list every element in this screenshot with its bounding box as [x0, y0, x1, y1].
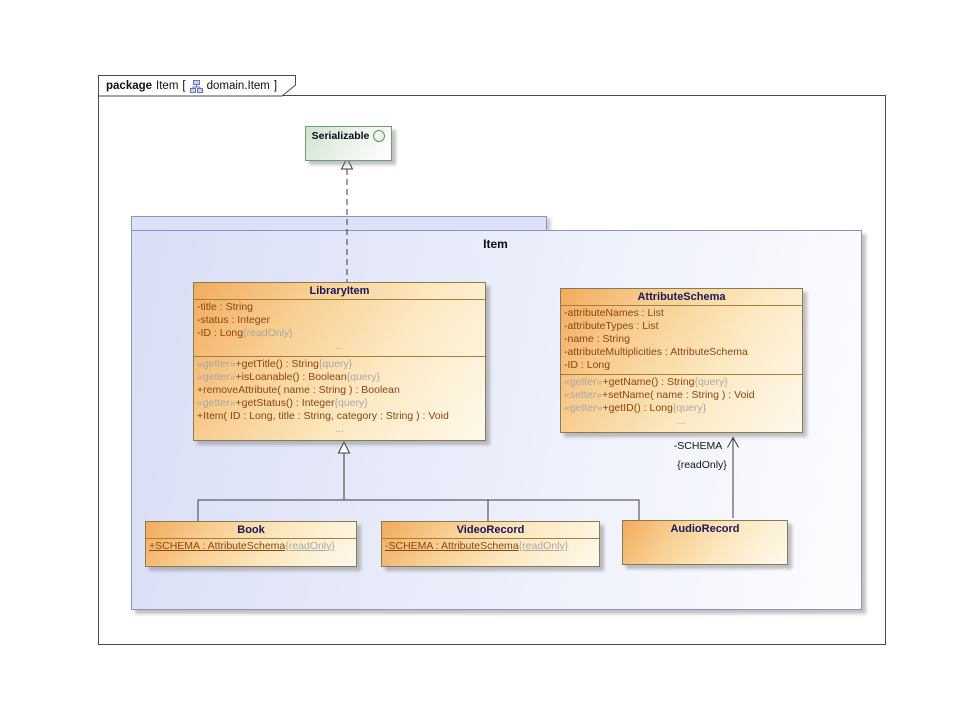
frame-header-tab — [98, 75, 296, 97]
member-line: -attributeTypes : List — [564, 320, 799, 333]
member-text-segment: -ID : Long — [564, 359, 611, 371]
member-line: ... — [197, 423, 482, 436]
member-text-segment: «setter» — [564, 389, 602, 401]
class-name: AudioRecord — [670, 523, 740, 535]
class-book[interactable]: Book +SCHEMA : AttributeSchema{readOnly} — [145, 521, 357, 567]
attributes-compartment: +SCHEMA : AttributeSchema{readOnly} — [146, 538, 356, 566]
class-audio-record[interactable]: AudioRecord — [622, 520, 788, 565]
class-video-record[interactable]: VideoRecord -SCHEMA : AttributeSchema{re… — [381, 521, 600, 567]
member-line: -SCHEMA : AttributeSchema{readOnly} — [385, 540, 596, 553]
member-text-segment: {readOnly} — [243, 327, 293, 339]
member-line: «getter»+getID() : Long{query} — [564, 402, 799, 415]
frame-diagram-name: domain.Item — [206, 80, 270, 92]
member-text-segment: +setName( name : String ) : Void — [601, 389, 755, 401]
interface-header: Serializable — [306, 127, 391, 142]
member-text-segment: {query} — [694, 376, 728, 388]
member-text-segment: -status : Integer — [197, 314, 270, 326]
frame-keyword: package — [106, 80, 153, 92]
member-text-segment: {query} — [672, 402, 707, 414]
member-text-segment: «getter» — [564, 402, 603, 414]
member-text-segment: +SCHEMA : AttributeSchema — [149, 540, 286, 552]
member-text-segment: ... — [335, 423, 344, 435]
association-role-label: -SCHEMA — [673, 440, 723, 452]
class-name: LibraryItem — [309, 285, 370, 297]
member-text-segment: +removeAttribute( name : String ) : Bool… — [197, 384, 400, 396]
member-text-segment: {readOnly} — [518, 540, 569, 552]
member-text-segment: +Item( ID : Long, title : String, catego… — [197, 410, 449, 422]
member-line: -attributeMultiplicities : AttributeSche… — [564, 346, 799, 359]
member-text-segment: +getStatus() : Integer — [235, 397, 335, 409]
interface-serializable[interactable]: Serializable — [305, 126, 392, 161]
empty-compartment — [623, 537, 787, 564]
class-name: Book — [237, 524, 265, 536]
member-text-segment: -attributeTypes : List — [564, 320, 659, 332]
member-line: «getter»+getTitle() : String{query} — [197, 358, 482, 371]
member-text-segment: -title : String — [197, 301, 254, 313]
frame-title: Item — [156, 80, 179, 92]
member-line: «setter»+setName( name : String ) : Void — [564, 389, 799, 402]
member-text-segment: -attributeNames : List — [564, 307, 664, 319]
member-line: -status : Integer — [197, 314, 482, 327]
member-text-segment: -attributeMultiplicities : AttributeSche… — [564, 346, 748, 358]
member-text-segment: -name : String — [564, 333, 630, 345]
member-line: -ID : Long — [564, 359, 799, 372]
member-line: -attributeNames : List — [564, 307, 799, 320]
member-line: +removeAttribute( name : String ) : Bool… — [197, 384, 482, 397]
frame-bracket-close: ] — [273, 80, 278, 92]
frame-bracket-open: [ — [182, 80, 186, 92]
attributes-compartment: -attributeNames : List-attributeTypes : … — [561, 305, 802, 374]
diagram-icon — [189, 79, 203, 93]
class-name: VideoRecord — [456, 524, 525, 536]
member-line: «getter»+getName() : String{query} — [564, 376, 799, 389]
member-text-segment: «getter» — [197, 358, 236, 370]
member-line: -name : String — [564, 333, 799, 346]
member-line: -title : String — [197, 301, 482, 314]
member-text-segment: {query} — [346, 371, 381, 383]
member-line: «getter»+getStatus() : Integer{query} — [197, 397, 482, 410]
attributes-compartment: -SCHEMA : AttributeSchema{readOnly} — [382, 538, 599, 566]
operations-compartment: «getter»+getName() : String{query}«sette… — [561, 374, 802, 432]
member-text-segment: «getter» — [197, 371, 236, 383]
class-name: AttributeSchema — [637, 291, 726, 303]
package-name: Item — [483, 237, 508, 251]
member-line: +SCHEMA : AttributeSchema{readOnly} — [149, 540, 353, 553]
member-text-segment: ... — [677, 415, 686, 427]
class-library-item[interactable]: LibraryItem -title : String-status : Int… — [193, 282, 486, 441]
association-constraint-label: {readOnly} — [677, 459, 727, 471]
member-text-segment: {readOnly} — [285, 540, 335, 552]
member-text-segment: {query} — [318, 358, 353, 370]
member-text-segment: ... — [335, 340, 344, 352]
member-line: ... — [564, 415, 799, 428]
member-text-segment: {query} — [334, 397, 368, 409]
member-text-segment: «getter» — [564, 376, 603, 388]
operations-compartment: «getter»+getTitle() : String{query}«gett… — [194, 356, 485, 440]
member-text-segment: «getter» — [197, 397, 236, 409]
interface-name: Serializable — [311, 130, 370, 142]
member-line: +Item( ID : Long, title : String, catego… — [197, 410, 482, 423]
member-text-segment: -ID : Long — [197, 327, 244, 339]
member-text-segment: +getTitle() : String — [235, 358, 319, 370]
member-line: -ID : Long{readOnly} — [197, 327, 482, 340]
member-text-segment: +getID() : Long — [602, 402, 673, 414]
member-text-segment: -SCHEMA : AttributeSchema — [385, 540, 519, 552]
member-text-segment: +getName() : String — [602, 376, 695, 388]
interface-ball-icon — [373, 130, 386, 142]
member-text-segment: +isLoanable() : Boolean — [235, 371, 347, 383]
frame-header: package Item [ domain.Item ] — [106, 76, 277, 96]
attributes-compartment: -title : String-status : Integer-ID : Lo… — [194, 299, 485, 356]
class-attribute-schema[interactable]: AttributeSchema -attributeNames : List-a… — [560, 288, 803, 433]
member-line: «getter»+isLoanable() : Boolean{query} — [197, 371, 482, 384]
member-line: ... — [197, 340, 482, 353]
